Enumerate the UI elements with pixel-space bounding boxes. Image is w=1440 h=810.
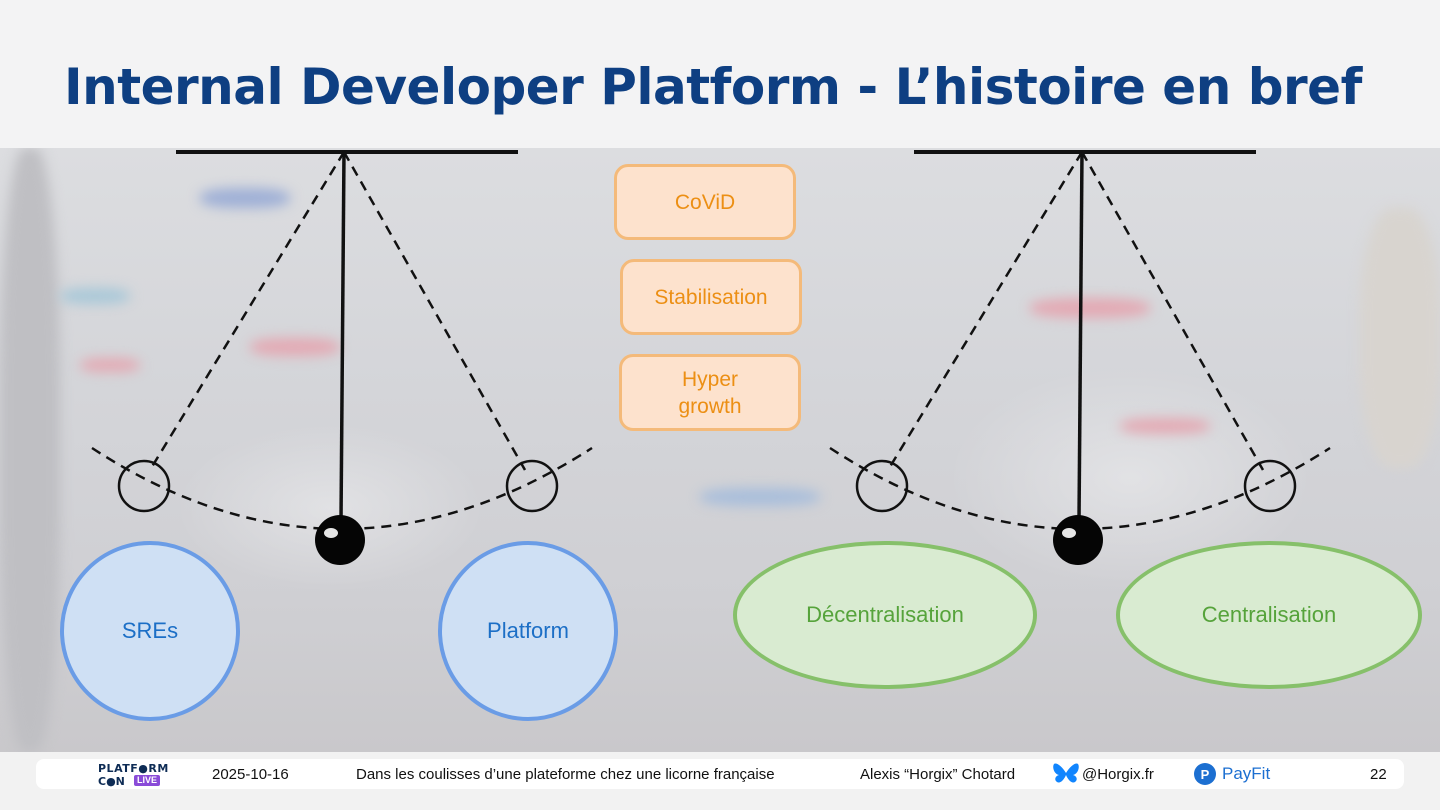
event-hyper-growth: Hyper growth [619, 354, 801, 431]
bluesky-butterfly-icon [1053, 763, 1079, 783]
wall-shadow [0, 148, 60, 752]
footer-talk-title: Dans les coulisses d’une plateforme chez… [356, 766, 775, 783]
whiteboard-scribble [700, 488, 820, 506]
pendulum-right [829, 150, 1331, 565]
footer-speaker: Alexis “Horgix” Chotard [860, 766, 1016, 783]
event-stabilisation: Stabilisation [620, 259, 802, 335]
whiteboard-scribble [80, 358, 140, 372]
logo-live-badge: LIVE [134, 775, 161, 786]
wall-patch [1360, 208, 1440, 468]
platformcon-live-logo: PLATF●RM C●N LIVE [98, 762, 170, 788]
logo-text-bottom: C●N [98, 775, 125, 788]
payfit-logo-icon: P [1194, 763, 1216, 785]
slide-header: Internal Developer Platform - L’histoire… [0, 0, 1440, 148]
whiteboard-scribble [250, 338, 340, 356]
footer-handle: @Horgix.fr [1082, 766, 1154, 783]
label-centralisation: Centralisation [1116, 541, 1422, 689]
whiteboard-scribble [1120, 418, 1210, 434]
whiteboard-scribble [1030, 298, 1150, 318]
pendulum-left [91, 150, 593, 565]
label-sres: SREs [60, 541, 240, 721]
page-number: 22 [1370, 766, 1387, 783]
logo-text-top: PLATF●RM [98, 762, 169, 775]
footer-date: 2025-10-16 [212, 766, 289, 783]
slide-footer: PLATF●RM C●N LIVE 2025-10-16 Dans les co… [36, 759, 1404, 789]
label-decentralisation: Décentralisation [733, 541, 1037, 689]
footer-company: PayFit [1222, 764, 1271, 783]
slide-title: Internal Developer Platform - L’histoire… [64, 58, 1362, 116]
whiteboard-scribble [200, 188, 290, 208]
event-hyper-growth-label: Hyper growth [678, 367, 742, 418]
whiteboard-scribble [60, 288, 130, 304]
label-platform: Platform [438, 541, 618, 721]
event-covid: CoViD [614, 164, 796, 240]
